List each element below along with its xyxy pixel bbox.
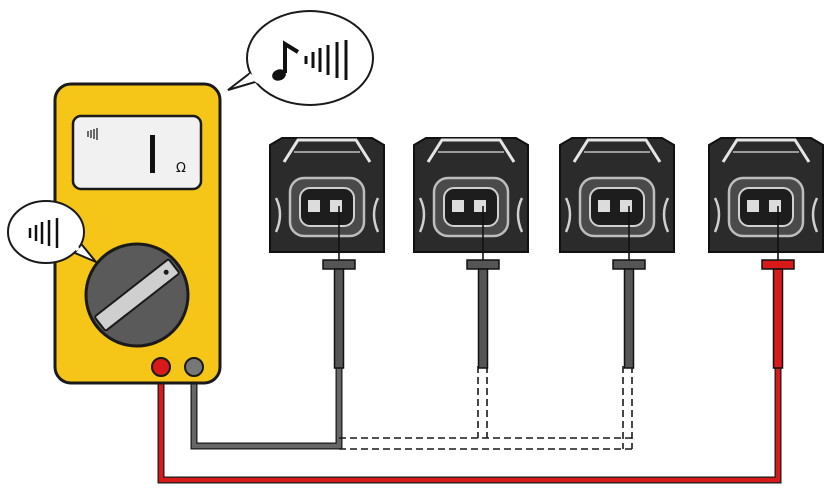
display-reading: 1 (0, 0, 1, 1)
beep-bubble-left (7, 200, 97, 264)
red-probe[interactable] (761, 206, 795, 369)
black-probe[interactable] (322, 206, 356, 369)
dial-knob[interactable] (94, 258, 180, 332)
meter-display (71, 114, 203, 191)
connector-2 (413, 137, 529, 369)
black-probe[interactable] (612, 206, 646, 369)
beep-bubble-top (227, 10, 374, 106)
music-note-icon (272, 40, 300, 81)
red-input-jack[interactable] (151, 357, 171, 377)
com-input-jack[interactable] (184, 357, 204, 377)
connector-3 (559, 137, 675, 369)
sound-waves-icon (304, 40, 348, 80)
connector-4 (708, 137, 824, 369)
red-test-lead (157, 368, 782, 484)
black-probe[interactable] (466, 206, 500, 369)
continuity-beep-icon (87, 128, 98, 140)
display-unit: Ω (176, 161, 186, 176)
multimeter: 1 Ω (0, 0, 222, 385)
connector-1 (269, 137, 385, 369)
dashed-alternate-lead (339, 366, 633, 450)
connector-row (269, 137, 824, 369)
sound-waves-icon (28, 218, 59, 248)
wire-group (157, 366, 782, 484)
